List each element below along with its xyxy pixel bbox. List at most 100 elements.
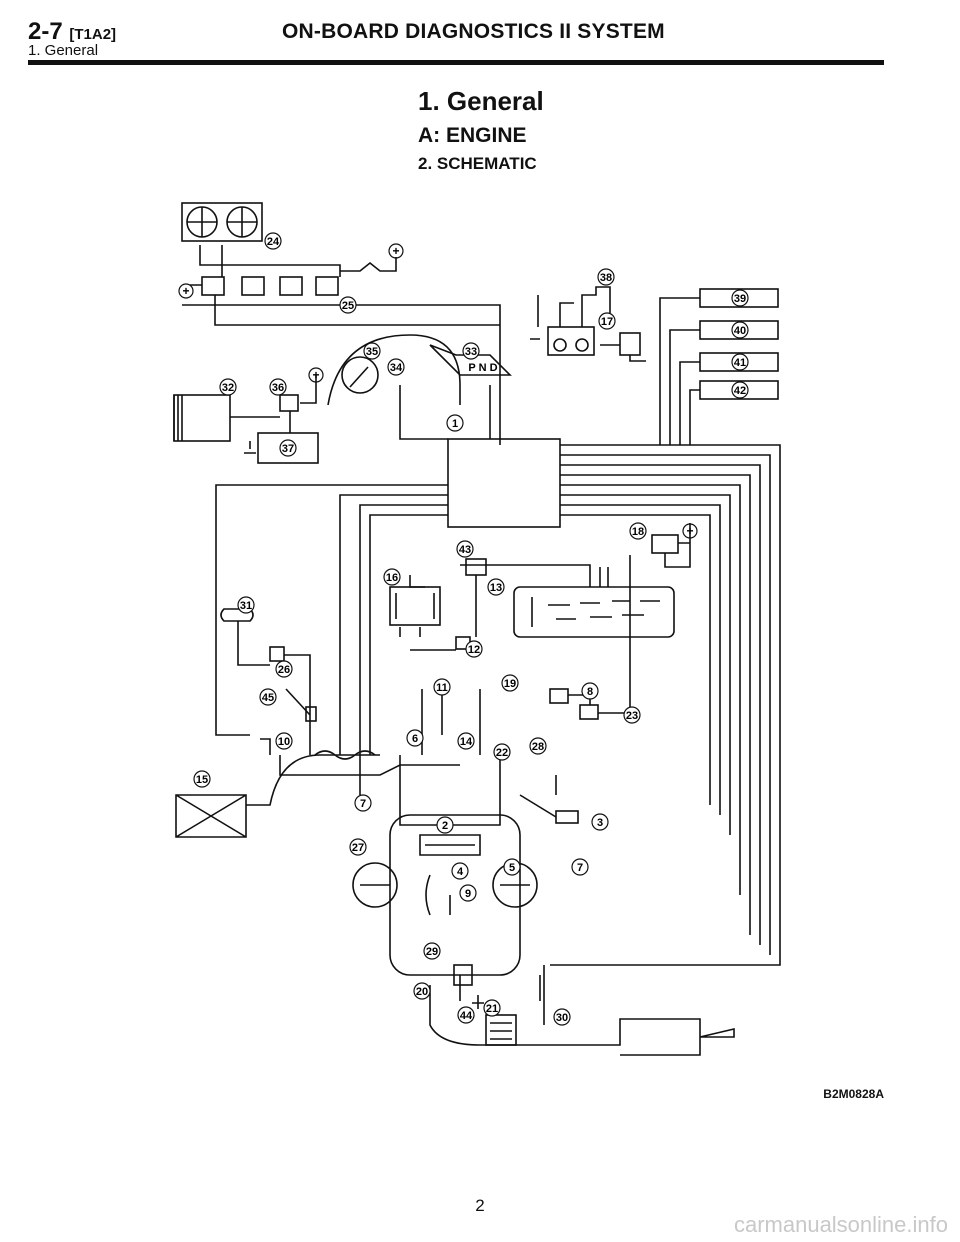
callout-label-36: 36: [272, 382, 284, 394]
callout-label-24: 24: [267, 236, 280, 248]
callout-circle: [456, 540, 474, 558]
callout-label-18: 18: [632, 526, 644, 538]
callout-label-42: 42: [734, 385, 746, 397]
callout-label-28: 28: [532, 741, 544, 753]
callout-circle: [193, 770, 211, 788]
catalytic-converter: [485, 1014, 517, 1046]
callout-label-9: 9: [465, 888, 471, 900]
callout-label-32: 32: [222, 382, 234, 394]
callout-circle: [275, 660, 293, 678]
callout-label-31: 31: [240, 600, 252, 612]
callout-label-23: 23: [626, 710, 638, 722]
callout-label-1: 1: [452, 418, 458, 430]
callout-circle: [487, 578, 505, 596]
callout-label-21: 21: [486, 1003, 498, 1015]
callout-circle: [219, 378, 237, 396]
callout-label-6: 6: [412, 733, 418, 745]
document-title: ON-BOARD DIAGNOSTICS II SYSTEM: [282, 20, 665, 43]
callout-label-38: 38: [600, 272, 612, 284]
callout-circle: [623, 706, 641, 724]
callout-label-13: 13: [490, 582, 502, 594]
callout-label-41: 41: [734, 357, 746, 369]
callout-label-34: 34: [390, 362, 403, 374]
callout-label-8: 8: [587, 686, 593, 698]
callout-circle: [571, 858, 589, 876]
watermark: carmanualsonline.info: [733, 1212, 948, 1237]
callout-circle: [597, 268, 615, 286]
shifter-positions: P N D: [468, 362, 497, 374]
callout-circle: [269, 378, 287, 396]
callout-circle: [279, 439, 297, 457]
engine-control-module: [447, 438, 561, 528]
callout-circle: [457, 732, 475, 750]
callout-label-12: 12: [468, 644, 480, 656]
callout-label-4: 4: [457, 866, 464, 878]
callout-label-7: 7: [577, 862, 583, 874]
callout-label-3: 3: [597, 817, 603, 829]
callout-label-26: 26: [278, 664, 290, 676]
callout-label-19: 19: [504, 678, 516, 690]
callout-circle: [493, 743, 511, 761]
callout-circle: [501, 674, 519, 692]
callout-circle: [354, 794, 372, 812]
callout-circle: [275, 732, 293, 750]
callout-label-37: 37: [282, 443, 294, 455]
callout-circle: [349, 838, 367, 856]
callout-circle: [629, 522, 647, 540]
callout-circle: [383, 568, 401, 586]
callout-label-20: 20: [416, 986, 428, 998]
callout-circle: [459, 884, 477, 902]
section-tag: [T1A2]: [69, 26, 117, 43]
callout-label-30: 30: [556, 1012, 568, 1024]
callout-label-25: 25: [342, 300, 354, 312]
callout-label-29: 29: [426, 946, 438, 958]
callout-label-17: 17: [601, 316, 613, 328]
callout-label-22: 22: [496, 747, 508, 759]
callout-circle: [731, 381, 749, 399]
callout-circle: [446, 414, 464, 432]
callout-label-27: 27: [352, 842, 364, 854]
callout-circle: [433, 678, 451, 696]
callout-circle: [731, 321, 749, 339]
figure-code: B2M0828A: [823, 1087, 884, 1101]
callout-circle: [731, 289, 749, 307]
callout-circle: [259, 688, 277, 706]
callout-circle: [457, 1006, 475, 1024]
callout-label-40: 40: [734, 325, 746, 337]
section-title: 1. General: [418, 86, 544, 116]
callout-label-35: 35: [366, 346, 378, 358]
callout-label-44: 44: [460, 1010, 473, 1022]
radiator-fan-unit: [181, 202, 263, 242]
callout-circle: [387, 358, 405, 376]
callout-circle: [731, 353, 749, 371]
callout-label-11: 11: [436, 682, 448, 694]
callout-circle: [581, 682, 599, 700]
callout-label-2: 2: [442, 820, 448, 832]
item-title: 2. SCHEMATIC: [418, 154, 537, 173]
callout-label-15: 15: [196, 774, 208, 786]
plus-terminal: +: [392, 244, 399, 258]
callout-circle: [483, 999, 501, 1017]
callout-circle: [423, 942, 441, 960]
callout-circle: [462, 342, 480, 360]
callout-circle: [237, 596, 255, 614]
header-subtitle: 1. General: [28, 42, 99, 59]
callout-circle: [529, 737, 547, 755]
callout-label-10: 10: [278, 736, 290, 748]
callout-label-43: 43: [459, 544, 471, 556]
callout-circle: [264, 232, 282, 250]
callout-circle: [591, 813, 609, 831]
fuel-tank: [513, 586, 675, 638]
callout-label-14: 14: [460, 736, 473, 748]
plus-terminal: +: [182, 284, 189, 298]
callout-circle: [436, 816, 454, 834]
plus-terminal: +: [312, 368, 319, 382]
callout-circle: [503, 858, 521, 876]
header-rule: [28, 60, 884, 65]
engine-block: [389, 814, 521, 976]
callout-circle: [406, 729, 424, 747]
callout-circle: [598, 312, 616, 330]
page-number: 2: [475, 1196, 485, 1215]
